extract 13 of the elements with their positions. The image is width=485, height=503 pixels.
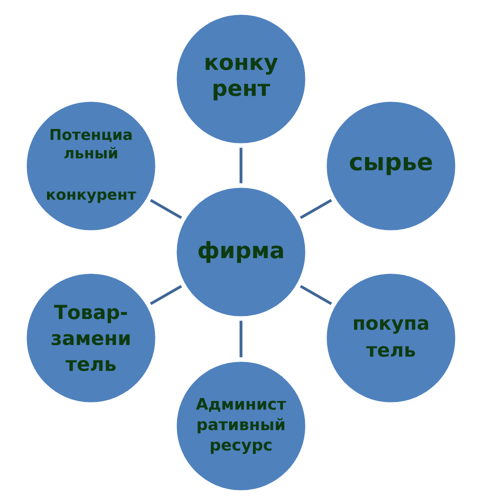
connector-line: [300, 284, 332, 306]
connector-line: [300, 198, 332, 220]
circle-node: фирма: [175, 186, 307, 318]
circle-node: Товар-замени тель: [25, 272, 157, 404]
circle-node: сырье: [325, 100, 457, 232]
connector-line: [150, 284, 182, 306]
connector-line: [150, 198, 182, 220]
connector-line: [240, 148, 242, 184]
circle-node: Админист ративный ресурс: [175, 360, 307, 492]
connector-line: [240, 320, 242, 358]
circle-node: Потенциа льный конкурент: [25, 100, 157, 232]
circle-node: конку рент: [175, 13, 307, 145]
circle-node: покупа тель: [325, 272, 457, 404]
